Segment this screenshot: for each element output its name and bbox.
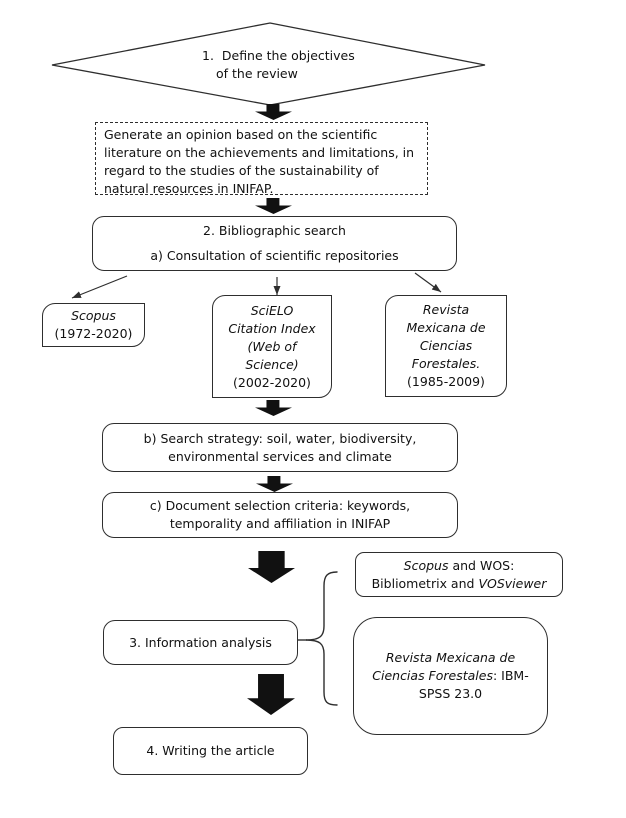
step-bibliographic-search: 2. Bibliographic search a) Consultation o… [92,216,457,271]
text-line: Scopus and WOS: [403,557,515,573]
text-line: of the review [216,66,298,81]
block-arrow-down-icon [255,198,292,214]
text-line: Ciencias Forestales: IBM- [372,668,529,683]
text-line: c) Document selection criteria: keywords… [149,498,411,513]
text-line: Ciencias [419,338,473,353]
block-arrow-down-icon [248,551,295,583]
block-arrow-down-icon [255,104,292,120]
opinion-note: Generate an opinion based on the scienti… [95,122,428,196]
text-line: literature on the achievements and limit… [104,145,415,160]
text-line: Science) [245,356,299,372]
text-line: 4. Writing the article [146,743,275,758]
text-line: Bibliometrix and VOSviewer [371,575,547,591]
repository-scielo: SciELO Citation Index (Web of Science) (2002… [212,295,332,398]
text-line: (2002-2020) [233,374,311,390]
block-arrow-down-icon [247,674,295,715]
text-line: environmental services and climate [168,448,392,464]
branch-arrow-left [71,275,128,299]
text-line: Citation Index [228,320,316,336]
step-writing-article: 4. Writing the article [113,727,308,775]
text-line: regard to the studies of the sustainabil… [104,163,379,178]
text-line: temporality and affiliation in INIFAP [169,516,391,531]
text-line: (1972-2020) [54,326,133,341]
text-line: SPSS 23.0 [418,686,483,701]
text-line: (Web of [247,338,297,354]
step-search-strategy: b) Search strategy: soil, water, biodive… [102,423,458,472]
text-line: SciELO [250,302,294,318]
text-line: 3. Information analysis [129,634,272,650]
text-line: a) Consultation of scientific repositori… [150,248,399,263]
text-line: Forestales. [411,356,481,371]
tool-scopus-wos: Scopus and WOS: Bibliometrix and VOSviewe… [355,552,563,597]
tool-ibm-spss: Revista Mexicana de Ciencias Forestales: … [353,617,548,735]
text-line: b) Search strategy: soil, water, biodive… [143,430,417,446]
block-arrow-down-icon [255,400,292,416]
step-information-analysis: 3. Information analysis [103,620,298,665]
text-line: Revista [422,302,470,317]
step-selection-criteria: c) Document selection criteria: keywords… [102,492,458,538]
text-line: Scopus [71,308,116,323]
curly-brace [305,571,338,706]
text-line: Mexicana de [406,320,486,335]
text-line: 2. Bibliographic search [203,223,346,238]
text-line: Revista Mexicana de [385,650,516,665]
text-line: (1985-2009) [407,374,485,389]
text-line: Generate an opinion based on the scienti… [104,127,378,142]
step-define-objectives: 1. Define the objectives of the review [202,47,392,83]
text-line: 1. Define the objectives [202,48,355,63]
branch-arrow-right [414,272,442,293]
block-arrow-down-icon [256,476,293,492]
text-line: natural resources in INIFAP. [104,181,274,196]
repository-scopus: Scopus (1972-2020) [42,303,145,347]
